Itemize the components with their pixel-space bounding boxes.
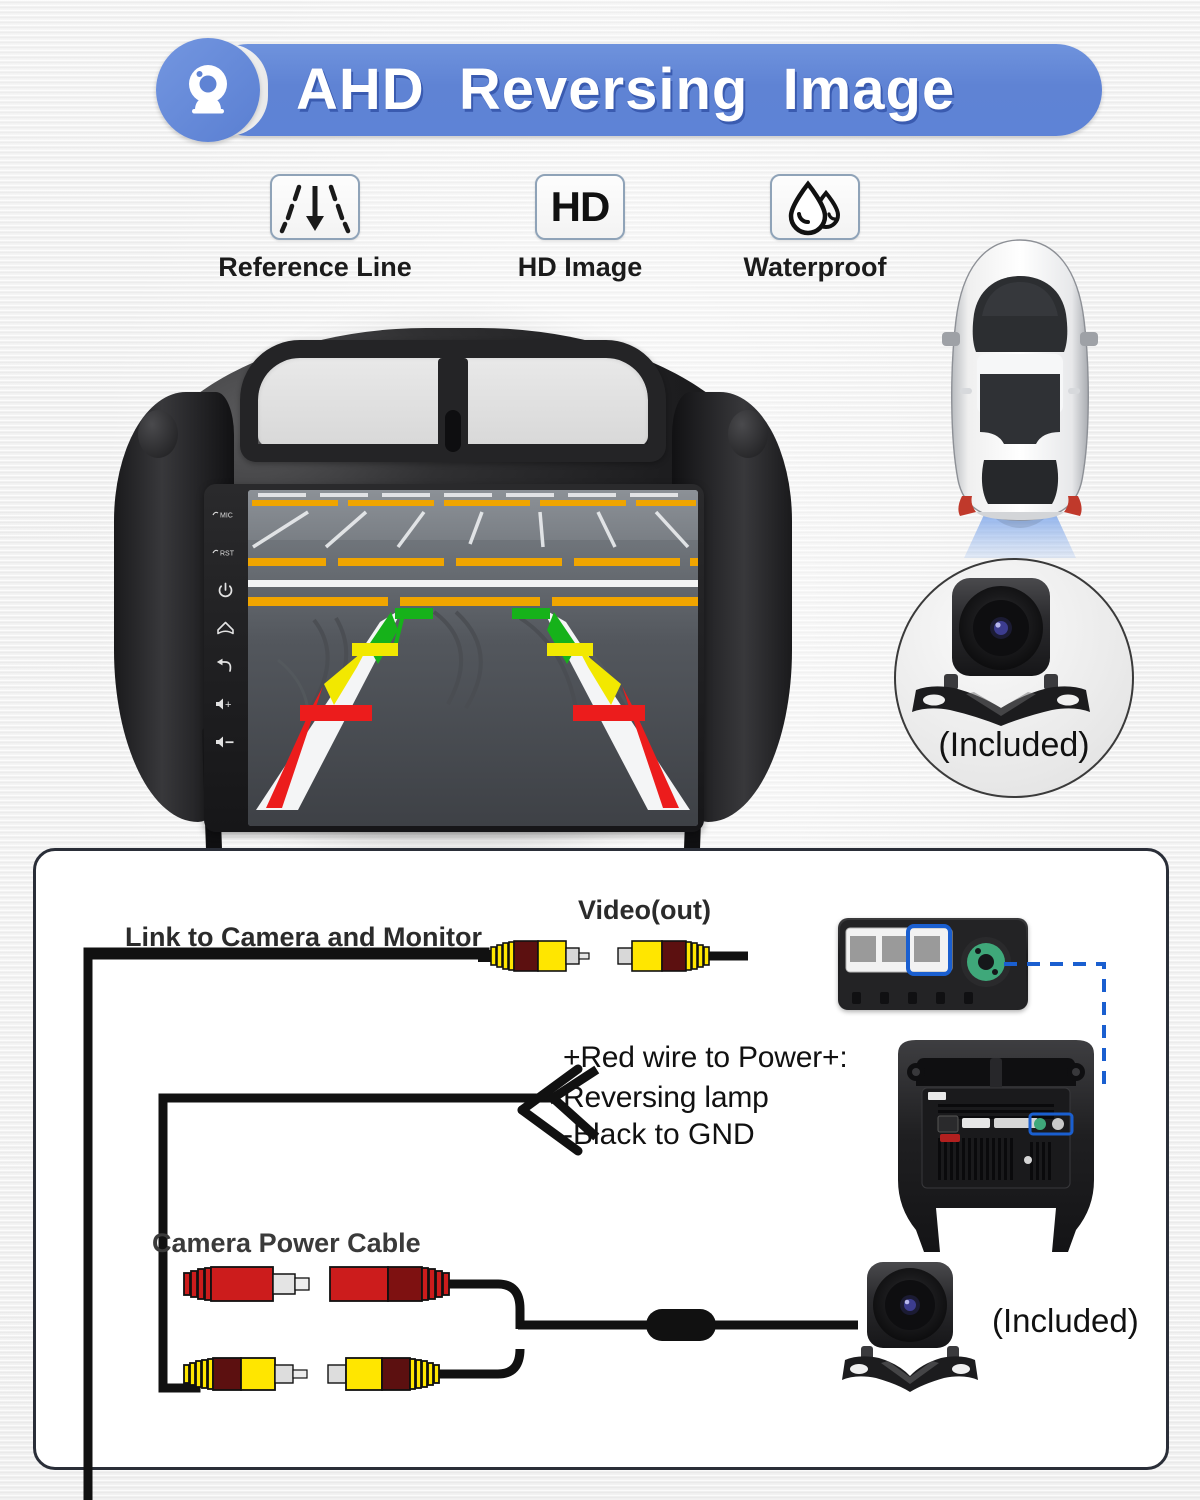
home-icon[interactable]	[210, 620, 240, 636]
svg-text:MIC: MIC	[220, 513, 233, 520]
rear-camera-illustration	[912, 578, 1090, 726]
rear-camera-illustration-bottom	[842, 1258, 995, 1408]
water-drops-icon	[770, 174, 860, 240]
label-red-wire-power: +Red wire to Power+: Reversing lamp	[563, 1041, 848, 1114]
page-title: AHD Reversing Image	[296, 57, 956, 122]
feature-reference-line: Reference Line	[180, 174, 450, 283]
label-video-out: Video(out)	[578, 895, 711, 925]
head-unit-side-buttons: MIC RST	[204, 484, 246, 832]
reference-line-icon	[270, 174, 360, 240]
head-unit-left-knob	[138, 410, 178, 458]
mic-button[interactable]: MIC	[210, 506, 240, 522]
rca-power-plug-red-male	[183, 1266, 310, 1302]
volume-down-icon[interactable]	[210, 734, 240, 750]
hd-badge-icon: HD	[535, 174, 625, 240]
rca-video-plug-yellow-male	[183, 1357, 308, 1391]
camera-included-callout: (Included)	[878, 548, 1136, 820]
back-icon[interactable]	[210, 658, 240, 674]
hd-badge-text: HD	[550, 183, 611, 230]
rca-video-plug-male	[478, 940, 590, 972]
wire-link-to-camera	[88, 950, 486, 960]
head-unit-screen[interactable]	[248, 490, 698, 826]
label-black-to-gnd: -Black to GND	[563, 1118, 755, 1151]
svg-text:+: +	[225, 699, 231, 711]
feature-hd-image: HD HD Image	[480, 174, 680, 283]
webcam-icon	[156, 38, 260, 142]
head-unit-right-knob	[728, 410, 768, 458]
volume-up-icon[interactable]: +	[210, 696, 240, 712]
head-unit-harness-connector	[838, 918, 1028, 1010]
feature-label: Reference Line	[218, 252, 412, 282]
features-row: Reference Line HD HD Image Waterproof	[180, 174, 900, 299]
rca-power-plug-red-female	[329, 1266, 525, 1329]
feature-label: Waterproof	[743, 252, 887, 282]
head-unit-front: MIC RST	[108, 318, 798, 863]
header-banner-bar	[202, 44, 1102, 136]
blue-connection-indicator	[1004, 962, 1106, 1092]
power-icon[interactable]	[210, 582, 240, 598]
camera-included-label: (Included)	[938, 726, 1090, 764]
head-unit-screen-bezel: MIC RST	[204, 484, 704, 832]
rca-video-plug-female	[617, 940, 748, 972]
head-unit-vent-knob	[445, 410, 461, 452]
wire-fork-power	[517, 1064, 583, 1156]
rca-video-plug-yellow-female	[327, 1348, 525, 1391]
label-camera-included-bottom: (Included)	[992, 1302, 1139, 1339]
label-link-to-camera: Link to Camera and Monitor	[125, 922, 483, 952]
highlighted-rear-video-port	[1028, 1112, 1074, 1136]
feature-waterproof: Waterproof	[705, 174, 925, 283]
feature-label: HD Image	[517, 252, 643, 282]
car-top-view-diagram	[880, 228, 1160, 558]
head-unit-rear-view	[880, 1030, 1112, 1262]
reset-button[interactable]: RST	[210, 544, 240, 560]
label-camera-power-cable: Camera Power Cable	[152, 1228, 421, 1258]
header-banner: AHD Reversing Image	[156, 38, 1102, 142]
svg-text:RST: RST	[220, 551, 235, 558]
highlighted-video-port	[906, 924, 952, 976]
camera-cable-run	[518, 1309, 858, 1341]
